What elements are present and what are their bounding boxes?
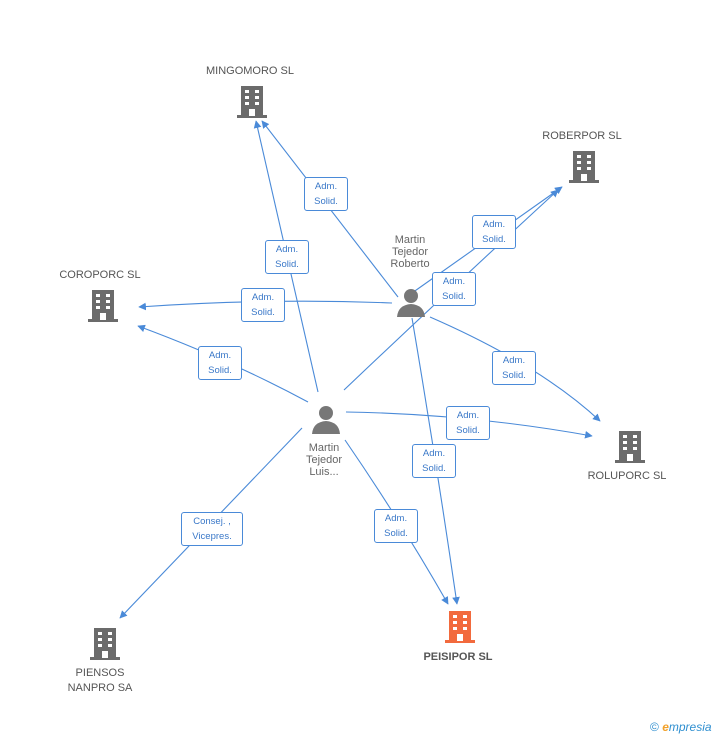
role-label-roberto-roberpor: Adm.Solid. — [472, 215, 516, 249]
role-label-roberto-roluporc: Adm.Solid. — [492, 351, 536, 385]
copyright-icon: © — [650, 720, 659, 734]
role-label-luis-peisipor: Adm.Solid. — [374, 509, 418, 543]
person-icon-roberto — [397, 289, 425, 317]
building-icon-roberpor — [569, 151, 599, 183]
brand-name: empresia — [662, 720, 712, 734]
company-label-roluporc: ROLUPORC SL — [587, 470, 667, 482]
building-icon-coroporc — [88, 290, 118, 322]
role-label-luis-piensos: Consej. ,Vicepres. — [181, 512, 243, 546]
company-label-roberpor: ROBERPOR SL — [542, 130, 622, 142]
role-label-luis-coroporc: Adm.Solid. — [198, 346, 242, 380]
building-icon-mingomoro — [237, 86, 267, 118]
role-label-luis-roluporc: Adm.Solid. — [446, 406, 490, 440]
person-label-roberto: Martin Tejedor Roberto — [390, 234, 430, 270]
company-label-peisipor: PEISIPOR SL — [423, 651, 493, 663]
empresia-watermark: © empresia — [650, 720, 712, 734]
building-icon-piensos — [90, 628, 120, 660]
company-label-piensos-line2: NANPRO SA — [67, 682, 133, 694]
person-label-luis: Martin Tejedor Luis... — [305, 442, 343, 478]
company-label-mingomoro: MINGOMORO SL — [205, 65, 294, 77]
role-label-luis-roberpor: Adm.Solid. — [432, 272, 476, 306]
role-label-luis-mingomoro: Adm.Solid. — [265, 240, 309, 274]
company-label-piensos-line1: PIENSOS — [75, 667, 125, 679]
role-label-roberto-mingomoro: Adm.Solid. — [304, 177, 348, 211]
building-icon-roluporc — [615, 431, 645, 463]
building-icon-peisipor — [445, 611, 475, 643]
role-label-roberto-peisipor: Adm.Solid. — [412, 444, 456, 478]
company-label-coroporc: COROPORC SL — [59, 269, 141, 281]
person-icon-luis — [312, 406, 340, 434]
role-label-roberto-coroporc: Adm.Solid. — [241, 288, 285, 322]
